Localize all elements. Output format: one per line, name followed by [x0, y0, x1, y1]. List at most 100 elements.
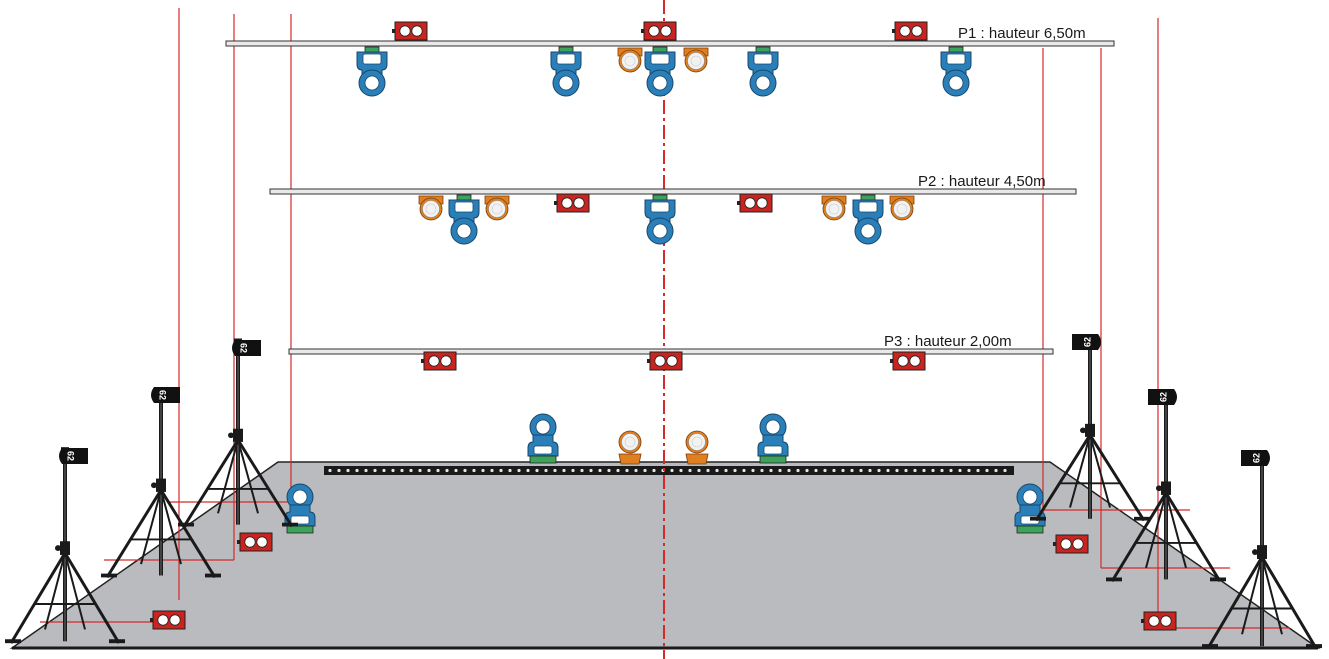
led-dot	[580, 468, 584, 473]
moving-head-icon	[940, 46, 972, 97]
led-dot	[949, 468, 953, 473]
led-dot	[526, 468, 530, 473]
led-dot	[400, 468, 404, 473]
led-dot	[733, 468, 737, 473]
truss-p1-label: P1 : hauteur 6,50m	[958, 25, 1086, 42]
led-dot	[796, 468, 800, 473]
moving-head-icon	[448, 194, 480, 245]
led-dot	[418, 468, 422, 473]
led-dot	[751, 468, 755, 473]
par-can-icon: 62	[232, 340, 261, 356]
led-dot	[517, 468, 521, 473]
led-dot	[706, 468, 710, 473]
truss-p3: P3 : hauteur 2,00m	[288, 333, 1054, 355]
wash-light-icon	[484, 195, 510, 221]
led-dot	[976, 468, 980, 473]
led-dot	[652, 468, 656, 473]
led-dot	[445, 468, 449, 473]
wash-light-icon	[683, 47, 709, 73]
moving-head-icon	[550, 46, 582, 97]
led-dot	[535, 468, 539, 473]
led-dot	[337, 468, 341, 473]
led-dot	[886, 468, 890, 473]
led-dot	[508, 468, 512, 473]
led-dot	[643, 468, 647, 473]
blinder-icon	[891, 21, 928, 41]
led-dot	[841, 468, 845, 473]
blinder-icon	[391, 21, 428, 41]
led-dot	[877, 468, 881, 473]
blinder-icon	[1140, 611, 1177, 631]
led-dot	[562, 468, 566, 473]
led-dot	[895, 468, 899, 473]
led-dot	[823, 468, 827, 473]
led-dot	[805, 468, 809, 473]
led-dot	[391, 468, 395, 473]
led-dot	[382, 468, 386, 473]
wash-light-icon	[618, 430, 642, 465]
led-dot	[688, 468, 692, 473]
truss-p2: P2 : hauteur 4,50m	[269, 173, 1077, 195]
moving-head-icon	[644, 194, 676, 245]
moving-head-icon	[356, 46, 388, 97]
led-dot	[670, 468, 674, 473]
par-can-icon: 62	[151, 387, 180, 403]
led-dot	[427, 468, 431, 473]
led-dot	[913, 468, 917, 473]
blinder-icon	[640, 21, 677, 41]
svg-text:62: 62	[239, 343, 249, 353]
svg-text:62: 62	[66, 451, 76, 461]
led-dot	[364, 468, 368, 473]
led-dot	[634, 468, 638, 473]
par-can-icon: 62	[59, 448, 88, 464]
led-dot	[481, 468, 485, 473]
wash-light-icon	[889, 195, 915, 221]
blinder-icon	[736, 193, 773, 213]
led-dot	[940, 468, 944, 473]
blinder-icon	[1052, 534, 1089, 554]
truss-p2-label: P2 : hauteur 4,50m	[918, 173, 1046, 190]
blinder-icon	[149, 610, 186, 630]
led-dot	[571, 468, 575, 473]
svg-text:62: 62	[158, 390, 168, 400]
led-dot	[616, 468, 620, 473]
par-can-icon: 62	[1148, 389, 1177, 405]
moving-head-icon	[527, 413, 559, 464]
led-dot	[454, 468, 458, 473]
blinder-icon	[553, 193, 590, 213]
led-dot	[859, 468, 863, 473]
moving-head-icon	[1014, 483, 1046, 534]
led-dot	[499, 468, 503, 473]
led-dot	[832, 468, 836, 473]
led-dot	[958, 468, 962, 473]
wash-light-icon	[685, 430, 709, 465]
led-dot	[490, 468, 494, 473]
led-dot	[472, 468, 476, 473]
led-dot	[787, 468, 791, 473]
led-dot	[778, 468, 782, 473]
moving-head-icon	[852, 194, 884, 245]
led-dot	[742, 468, 746, 473]
moving-head-icon	[757, 413, 789, 464]
moving-head-icon	[644, 46, 676, 97]
led-bar	[324, 466, 1014, 475]
led-dot	[355, 468, 359, 473]
led-dot	[346, 468, 350, 473]
moving-head-icon	[747, 46, 779, 97]
svg-text:62: 62	[1158, 392, 1168, 402]
led-dot	[760, 468, 764, 473]
led-dot	[814, 468, 818, 473]
led-dot	[850, 468, 854, 473]
led-dot	[769, 468, 773, 473]
led-dot	[715, 468, 719, 473]
blinder-icon	[889, 351, 926, 371]
led-dot	[1003, 468, 1007, 473]
led-dot	[589, 468, 593, 473]
blinder-icon	[646, 351, 683, 371]
led-dot	[922, 468, 926, 473]
led-dot	[328, 468, 332, 473]
led-dot	[436, 468, 440, 473]
led-dot	[904, 468, 908, 473]
led-dot	[553, 468, 557, 473]
